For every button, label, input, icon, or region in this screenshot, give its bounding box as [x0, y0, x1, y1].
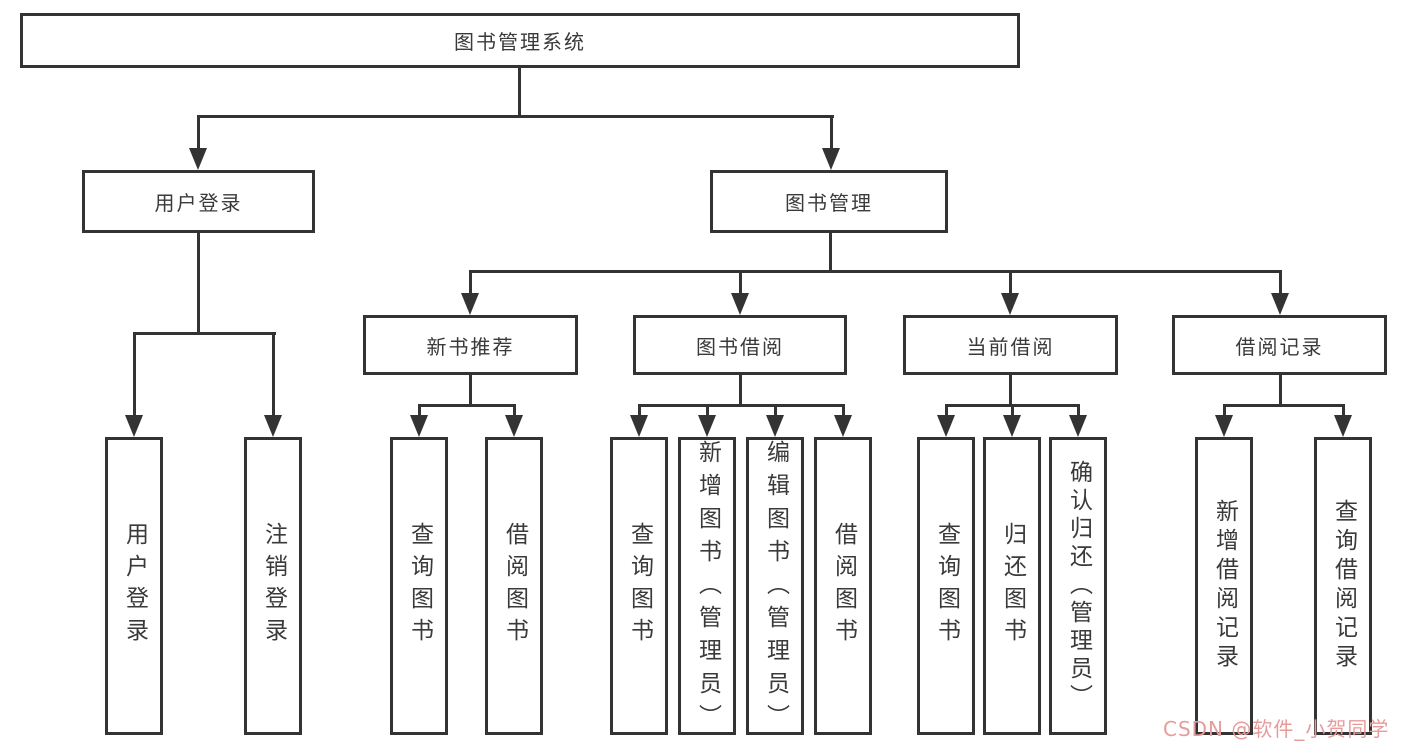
arrowhead-down-icon [1069, 415, 1087, 437]
connector-line [133, 332, 136, 415]
leaf-label: 确认归还（管理员） [1065, 460, 1092, 712]
arrowhead-down-icon [822, 148, 840, 170]
connector-line [418, 404, 516, 407]
connector-line [1279, 270, 1282, 293]
connector-line [1342, 404, 1345, 415]
csdn-watermark: CSDN @软件_小贺同学 [1163, 717, 1390, 741]
connector-line [469, 375, 472, 406]
leaf-return-books: 归还图书 [983, 437, 1041, 735]
leaf-label: 查询借阅记录 [1330, 499, 1357, 673]
connector-line [418, 404, 421, 415]
arrowhead-down-icon [630, 415, 648, 437]
connector-line [638, 404, 844, 407]
connector-line [829, 233, 832, 272]
connector-line [638, 404, 641, 415]
connector-line [1223, 404, 1226, 415]
connector-line [842, 404, 845, 415]
connector-line [739, 375, 742, 406]
arrowhead-down-icon [937, 415, 955, 437]
leaf-label: 用户登录 [121, 522, 148, 650]
connector-line [1009, 375, 1012, 406]
leaf-label: 归还图书 [999, 522, 1026, 650]
leaf-query-borrow-record: 查询借阅记录 [1314, 437, 1372, 735]
arrowhead-down-icon [1003, 415, 1021, 437]
connector-line [1223, 404, 1344, 407]
node-label: 借阅记录 [1235, 334, 1324, 359]
connector-line [1011, 404, 1014, 415]
leaf-borrow-books: 借阅图书 [814, 437, 872, 735]
node-current-borrowing: 当前借阅 [903, 315, 1118, 375]
leaf-label: 查询图书 [406, 522, 433, 650]
leaf-label: 查询图书 [933, 522, 960, 650]
arrowhead-down-icon [1271, 293, 1289, 315]
connector-line [513, 404, 516, 415]
arrowhead-down-icon [1215, 415, 1233, 437]
node-book-borrowing: 图书借阅 [633, 315, 847, 375]
leaf-label: 借阅图书 [501, 522, 528, 650]
node-borrowing-records: 借阅记录 [1172, 315, 1387, 375]
connector-line [739, 270, 742, 293]
node-book-management: 图书管理 [710, 170, 948, 233]
node-book-management-system: 图书管理系统 [20, 13, 1020, 68]
arrowhead-down-icon [834, 415, 852, 437]
leaf-query-books-current: 查询图书 [917, 437, 975, 735]
leaf-confirm-return-admin: 确认归还（管理员） [1049, 437, 1107, 735]
arrowhead-down-icon [410, 415, 428, 437]
connector-line [197, 115, 200, 148]
node-label: 图书管理 [785, 191, 873, 215]
leaf-logout: 注销登录 [244, 437, 302, 735]
arrowhead-down-icon [264, 415, 282, 437]
node-label: 当前借阅 [966, 334, 1055, 359]
leaf-label: 新增借阅记录 [1211, 499, 1238, 673]
connector-line [1009, 270, 1012, 293]
leaf-label: 查询图书 [626, 522, 653, 650]
connector-line [1279, 375, 1282, 406]
connector-line [518, 68, 521, 117]
arrowhead-down-icon [698, 415, 716, 437]
connector-line [133, 332, 276, 335]
arrowhead-down-icon [731, 293, 749, 315]
connector-line [706, 404, 709, 415]
connector-line [830, 115, 833, 148]
leaf-label: 编辑图书（管理员） [762, 440, 789, 737]
arrowhead-down-icon [766, 415, 784, 437]
node-label: 图书借阅 [696, 334, 784, 359]
node-label: 用户登录 [154, 191, 243, 215]
arrowhead-down-icon [125, 415, 143, 437]
leaf-label: 注销登录 [260, 522, 287, 650]
leaf-add-books-admin: 新增图书（管理员） [678, 437, 736, 737]
arrowhead-down-icon [1001, 293, 1019, 315]
connector-line [272, 332, 275, 415]
arrowhead-down-icon [461, 293, 479, 315]
leaf-label: 新增图书（管理员） [694, 440, 721, 737]
node-label: 图书管理系统 [454, 30, 586, 54]
arrowhead-down-icon [1334, 415, 1352, 437]
leaf-user-login: 用户登录 [105, 437, 163, 735]
arrowhead-down-icon [189, 148, 207, 170]
leaf-add-borrow-record: 新增借阅记录 [1195, 437, 1253, 735]
leaf-query-books-recommend: 查询图书 [390, 437, 448, 735]
node-user-login: 用户登录 [82, 170, 315, 233]
connector-line [1077, 404, 1080, 415]
connector-line [945, 404, 948, 415]
leaf-edit-books-admin: 编辑图书（管理员） [746, 437, 804, 737]
leaf-borrow-books-recommend: 借阅图书 [485, 437, 543, 735]
connector-line [774, 404, 777, 415]
connector-line [197, 233, 200, 334]
connector-line [469, 270, 1282, 273]
node-new-book-recommend: 新书推荐 [363, 315, 578, 375]
node-label: 新书推荐 [426, 334, 515, 359]
leaf-label: 借阅图书 [830, 522, 857, 650]
leaf-query-books-borrowing: 查询图书 [610, 437, 668, 735]
connector-line [469, 270, 472, 293]
connector-line [197, 115, 834, 118]
arrowhead-down-icon [505, 415, 523, 437]
